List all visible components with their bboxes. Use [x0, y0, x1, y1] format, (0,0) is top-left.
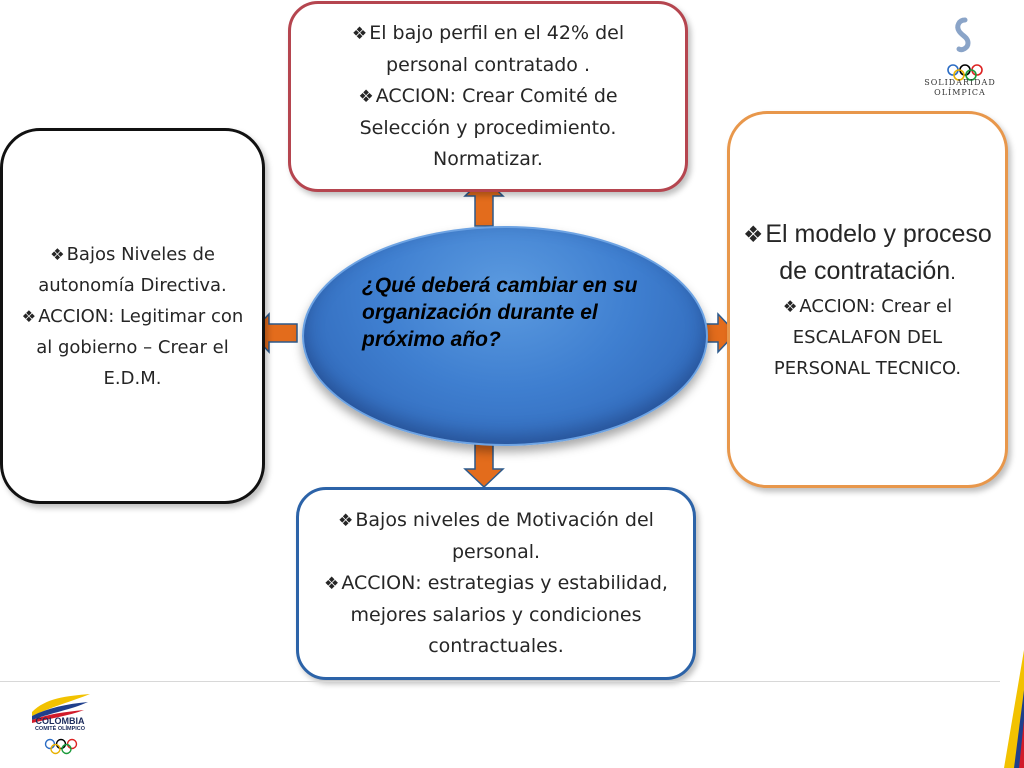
red-swoosh — [32, 710, 84, 723]
center-ellipse — [302, 226, 708, 446]
right-box-text-1-end: . — [950, 261, 956, 284]
olympic-ring — [953, 69, 965, 81]
top-box-item-2: ❖ACCION: Crear Comité de Selección y pro… — [311, 81, 665, 175]
left-box-item-2: ❖ACCION: Legitimar con al gobierno – Cre… — [13, 301, 252, 394]
top-box-text-2: ACCION: Crear Comité de Selección y proc… — [359, 85, 618, 170]
solidaridad-olimpica-logo — [947, 17, 983, 81]
olympic-ring — [66, 738, 78, 750]
bottom-box-text-2: ACCION: estrategias y estabilidad, mejor… — [341, 572, 668, 657]
swirl-emblem — [955, 17, 971, 53]
diamond-bullet-icon: ❖ — [338, 511, 354, 531]
diamond-bullet-icon: ❖ — [358, 87, 374, 107]
left-box-text-1: Bajos Niveles de autonomía Directiva. — [38, 243, 227, 296]
right-box-item-2: ❖ACCION: Crear el ESCALAFON DEL PERSONAL… — [742, 291, 993, 384]
colombia-logo-text: COLOMBIA COMITÉ OLÍMPICO — [24, 716, 96, 733]
right-box-item-1: ❖El modelo y proceso de contratación. — [742, 216, 993, 291]
footer-divider — [0, 681, 1000, 682]
olympic-ring — [55, 738, 67, 750]
diamond-bullet-icon: ❖ — [743, 221, 764, 247]
right-box-text-1: El modelo y proceso de contratación — [765, 219, 992, 285]
center-question: ¿Qué deberá cambiar en su organización d… — [362, 274, 638, 351]
right-box-text-2: ACCION: Crear el ESCALAFON DEL PERSONAL … — [773, 295, 962, 379]
top-box: ❖El bajo perfil en el 42% del personal c… — [288, 1, 688, 192]
logo-text-line1: SOLIDARIDAD — [924, 78, 996, 87]
left-box: ❖Bajos Niveles de autonomía Directiva. ❖… — [0, 128, 265, 504]
yellow-swoosh — [32, 694, 90, 716]
diamond-bullet-icon: ❖ — [351, 24, 368, 44]
colombia-comite-olimpico-logo — [32, 694, 90, 755]
logo-text-comite: COMITÉ OLÍMPICO — [34, 726, 86, 732]
logo-text-line2: OLÍMPICA — [934, 88, 986, 97]
blue-swoosh — [32, 702, 88, 720]
diamond-bullet-icon: ❖ — [21, 306, 37, 326]
bottom-box: ❖Bajos niveles de Motivación del persona… — [296, 487, 696, 680]
olympic-ring — [44, 738, 56, 750]
left-box-item-1: ❖Bajos Niveles de autonomía Directiva. — [13, 239, 252, 301]
bottom-box-item-1: ❖Bajos niveles de Motivación del persona… — [315, 505, 677, 568]
bottom-box-text-1: Bajos niveles de Motivación del personal… — [355, 509, 654, 563]
diamond-bullet-icon: ❖ — [782, 296, 798, 316]
top-box-text-1: El bajo perfil en el 42% del personal co… — [369, 22, 625, 76]
flag-stripes-decoration — [1004, 650, 1024, 768]
diamond-bullet-icon: ❖ — [50, 244, 65, 264]
red-stripe — [1019, 720, 1024, 768]
logo-text-colombia: COLOMBIA — [35, 716, 85, 726]
olympic-ring — [61, 743, 72, 755]
solidaridad-logo-text: SOLIDARIDAD OLÍMPICA — [905, 78, 1015, 98]
left-box-text-2: ACCION: Legitimar con al gobierno – Crea… — [36, 305, 244, 389]
bottom-box-item-2: ❖ACCION: estrategias y estabilidad, mejo… — [315, 568, 677, 662]
top-box-item-1: ❖El bajo perfil en el 42% del personal c… — [311, 18, 665, 81]
right-box: ❖El modelo y proceso de contratación. ❖A… — [727, 111, 1008, 488]
olympic-ring — [965, 69, 977, 81]
olympic-ring — [50, 743, 61, 755]
diamond-bullet-icon: ❖ — [324, 574, 340, 594]
